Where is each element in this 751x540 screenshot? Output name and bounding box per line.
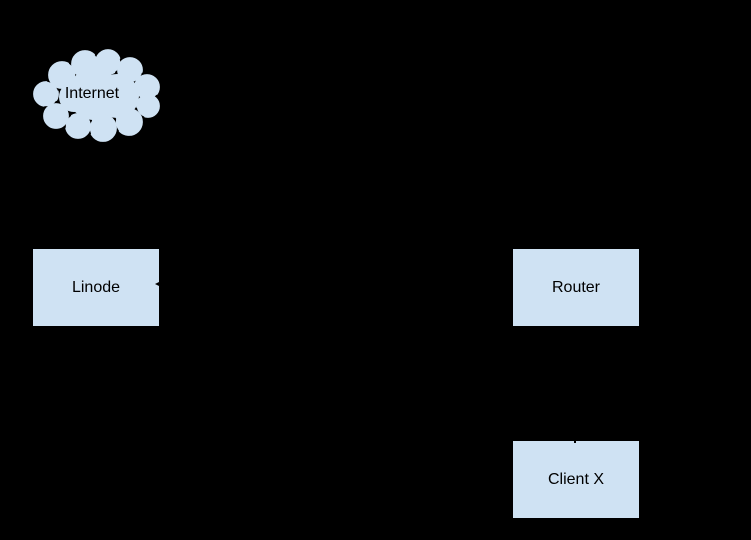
internet-label: Internet (64, 85, 120, 102)
internet-cloud-node: Internet (29, 46, 166, 148)
client-x-label: Client X (547, 470, 605, 488)
router-node: Router (512, 248, 640, 327)
linode-node: Linode (32, 248, 160, 327)
client-x-node: Client X (512, 440, 640, 519)
cloud-icon (30, 46, 163, 145)
connector-stub-icon (574, 439, 576, 443)
linode-label: Linode (71, 278, 121, 296)
router-label: Router (551, 278, 601, 296)
connector-arrowhead-icon (155, 281, 161, 287)
